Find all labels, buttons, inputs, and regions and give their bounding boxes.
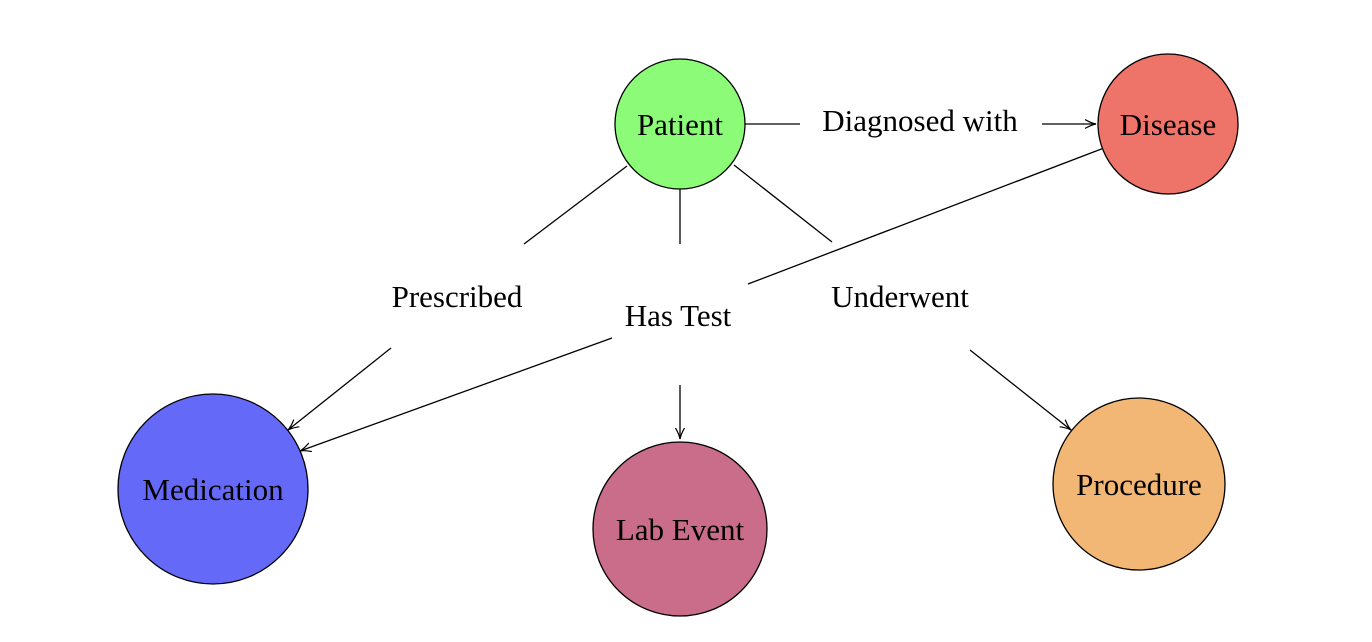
- node-procedure-label: Procedure: [1076, 467, 1202, 502]
- edge-prescribed-line-b: [288, 347, 392, 430]
- edge-label-prescribed: Prescribed: [392, 279, 523, 314]
- edge-underwent-line-a: [733, 164, 833, 243]
- node-disease-label: Disease: [1120, 107, 1216, 142]
- node-patient-circle: [614, 58, 746, 190]
- node-patient: Patient: [614, 58, 746, 190]
- edges: [288, 124, 1105, 451]
- node-lab-event-label: Lab Event: [616, 512, 745, 547]
- node-patient-label: Patient: [637, 107, 723, 142]
- node-medication-circle: [117, 393, 309, 585]
- node-procedure-circle: [1052, 397, 1226, 571]
- node-procedure: Procedure: [1052, 397, 1226, 571]
- node-medication-label: Medication: [142, 472, 284, 507]
- edge-label-has-test: Has Test: [625, 298, 732, 333]
- edge-label-underwent: Underwent: [831, 279, 969, 314]
- edge-labels: Diagnosed with Prescribed Has Test Under…: [392, 103, 1019, 333]
- edge-label-diagnosed-with: Diagnosed with: [822, 103, 1018, 138]
- node-disease: Disease: [1097, 53, 1239, 195]
- node-lab-event: Lab Event: [592, 441, 768, 617]
- edge-underwent-line-b: [969, 349, 1071, 430]
- edge-disease-medication-line-b: [300, 337, 613, 451]
- edge-prescribed-line-a: [523, 165, 628, 245]
- node-lab-event-circle: [592, 441, 768, 617]
- node-disease-circle: [1097, 53, 1239, 195]
- node-medication: Medication: [117, 393, 309, 585]
- edge-disease-medication-line-a: [747, 147, 1105, 285]
